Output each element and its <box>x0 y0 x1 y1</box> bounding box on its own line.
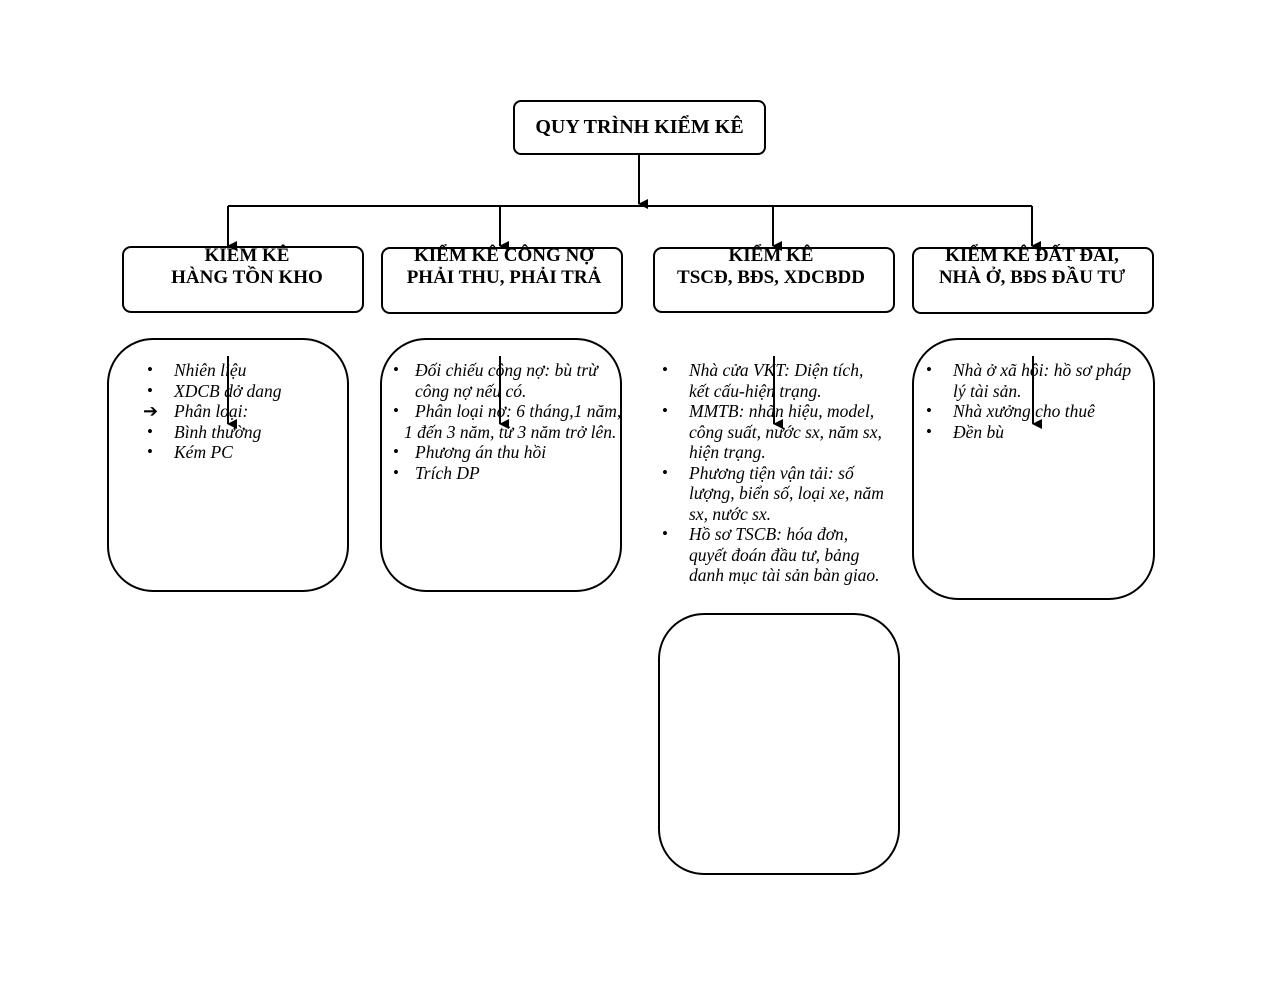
list-item-line: XDCB dở dang <box>174 380 282 401</box>
category-label-fixed-assets: KIỂM KÊ TSCĐ, BĐS, XDCBDD <box>677 245 865 288</box>
list-item: MMTB: nhãn hiệu, model,công suất, nước s… <box>662 401 898 463</box>
list-item: Phân loại: <box>143 401 347 422</box>
list-item-line: Hồ sơ TSCB: hóa đơn, <box>689 524 849 544</box>
list-item-line: lý tài sản. <box>953 380 1022 401</box>
list-item-line: kết cấu-hiện trạng. <box>689 380 822 401</box>
category-label-debts: KIỂM KÊ CÔNG NỢ PHẢI THU, PHẢI TRẢ <box>406 245 602 288</box>
list-item: Bình thường <box>147 422 347 443</box>
list-item-line: lượng, biển số, loại xe, năm <box>689 483 884 503</box>
list-item: Nhà cửa VKT: Diện tích,kết cấu-hiện trạn… <box>662 360 898 401</box>
list-item-line: Nhà cửa VKT: Diện tích, <box>689 360 864 380</box>
list-item-line: hiện trạng. <box>689 442 766 462</box>
list-item-line: 1 đến 3 năm, từ 3 năm trở lên. <box>404 421 617 442</box>
list-item: Kém PC <box>147 442 347 463</box>
list-item-line: công suất, nước sx, năm sx, <box>689 421 882 442</box>
list-item-line: Phân loại nợ: 6 tháng,1 năm, <box>415 401 622 421</box>
category-box-fixed-assets <box>653 247 895 313</box>
list-item: XDCB dở dang <box>147 381 347 402</box>
list-item: Nhà xưởng cho thuê <box>926 401 1150 422</box>
list-item-line: Đền bù <box>953 421 1005 442</box>
category-box-inventory <box>122 246 364 313</box>
list-item-line: Phân loại: <box>174 401 249 421</box>
category-box-debts <box>381 247 623 314</box>
list-item-line: Bình thường <box>174 421 262 442</box>
list-item-line: Nhà xưởng cho thuê <box>953 401 1095 421</box>
detail-box-land-housing <box>912 338 1155 600</box>
list-item-line: Nhiên liệu <box>174 360 247 380</box>
list-item-line: Nhà ở xã hội: hồ sơ pháp <box>953 360 1132 380</box>
list-item-line: Trích DP <box>415 462 480 483</box>
list-item-line: Phương tiện vận tải: số <box>689 462 854 483</box>
list-item-line: danh mục tài sản bàn giao. <box>689 565 880 585</box>
list-item: Phương án thu hồi <box>393 442 625 463</box>
list-item-line: Kém PC <box>174 442 233 462</box>
list-item: Nhiên liệu <box>147 360 347 381</box>
category-box-land-housing <box>912 247 1154 314</box>
title-box: QUY TRÌNH KIỂM KÊ <box>513 100 766 155</box>
list-item: Đền bù <box>926 422 1150 443</box>
list-item: Trích DP <box>393 463 625 484</box>
list-item-line: Phương án thu hồi <box>415 442 547 462</box>
list-item: Phân loại nợ: 6 tháng,1 năm,1 đến 3 năm,… <box>393 401 625 442</box>
list-item-line: MMTB: nhãn hiệu, model, <box>689 401 875 421</box>
detail-list-inventory: Nhiên liệuXDCB dở dangPhân loại:Bình thư… <box>143 360 347 463</box>
list-item: Hồ sơ TSCB: hóa đơn,quyết đoán đầu tư, b… <box>662 524 898 586</box>
list-item-line: sx, nước sx. <box>689 503 772 524</box>
empty-box <box>658 613 900 875</box>
list-item-line: quyết đoán đầu tư, bảng <box>689 544 860 565</box>
list-item-line: công nợ nếu có. <box>415 380 527 401</box>
category-label-inventory: KIỂM KÊ HÀNG TỒN KHO <box>171 245 323 288</box>
category-label-land-housing: KIỂM KÊ ĐẤT ĐAI, NHÀ Ở, BĐS ĐẦU TƯ <box>938 245 1126 288</box>
detail-box-inventory <box>107 338 349 592</box>
list-item-line: Đối chiếu công nợ: bù trừ <box>415 360 598 380</box>
detail-list-fixed-assets: Nhà cửa VKT: Diện tích,kết cấu-hiện trạn… <box>662 360 898 586</box>
diagram-title: QUY TRÌNH KIỂM KÊ <box>535 116 744 138</box>
